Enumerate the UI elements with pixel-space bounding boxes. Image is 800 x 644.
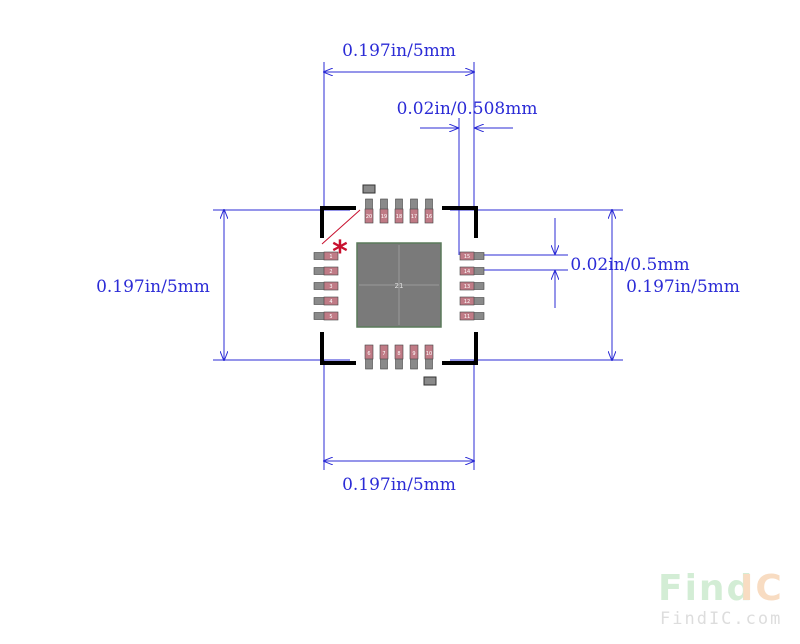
pin-pad bbox=[459, 311, 475, 321]
pin-pad bbox=[379, 208, 389, 224]
pin-pad bbox=[409, 208, 419, 224]
pin-left-2: 2 bbox=[313, 266, 339, 276]
pin-number: 20 bbox=[366, 214, 372, 220]
pin-pad bbox=[323, 311, 339, 321]
pin-left-1: 1 bbox=[313, 251, 339, 261]
pin-right-13: 13 bbox=[459, 281, 485, 291]
dimension-label-bottom: 0.197in/5mm bbox=[342, 475, 456, 495]
pin-left-3: 3 bbox=[313, 281, 339, 291]
pin-number: 11 bbox=[464, 314, 470, 320]
pin-pad bbox=[379, 344, 389, 360]
thermal-pad-label: 21 bbox=[395, 282, 404, 290]
pin-number: 2 bbox=[329, 269, 332, 275]
pin-pad bbox=[323, 281, 339, 291]
pin-number: 3 bbox=[329, 284, 332, 290]
watermark: Find IC FindIC.com bbox=[658, 568, 784, 629]
pin-right-15: 15 bbox=[459, 251, 485, 261]
pin-number: 10 bbox=[426, 351, 432, 357]
pin-number: 5 bbox=[329, 314, 332, 320]
pin-number: 4 bbox=[329, 299, 332, 305]
dimension-label-right: 0.197in/5mm bbox=[626, 277, 740, 297]
package-outline bbox=[320, 206, 478, 365]
pin1-chamfer bbox=[321, 209, 361, 245]
fiducial-top bbox=[362, 184, 376, 194]
pin-pad bbox=[409, 344, 419, 360]
pin-top-16: 16 bbox=[424, 198, 434, 224]
pin-top-19: 19 bbox=[379, 198, 389, 224]
pin-pad bbox=[323, 251, 339, 261]
pin-number: 9 bbox=[412, 351, 415, 357]
pin-top-20: 20 bbox=[364, 198, 374, 224]
pin-pad bbox=[364, 208, 374, 224]
pin-bottom-7: 7 bbox=[379, 344, 389, 370]
pin-top-17: 17 bbox=[409, 198, 419, 224]
pin-pad bbox=[323, 266, 339, 276]
pin-number: 13 bbox=[464, 284, 470, 290]
dimension-pitch: 0.02in/0.5mm bbox=[470, 218, 690, 308]
thermal-pad: 21 bbox=[356, 242, 442, 328]
dimension-top-width: 0.197in/5mm bbox=[324, 41, 474, 210]
dimension-bottom-width: 0.197in/5mm bbox=[324, 360, 474, 495]
pin-right-12: 12 bbox=[459, 296, 485, 306]
pin-right-11: 11 bbox=[459, 311, 485, 321]
pin-pad bbox=[459, 251, 475, 261]
dimension-label-pin-span: 0.02in/0.508mm bbox=[397, 99, 538, 119]
pin-pad bbox=[394, 344, 404, 360]
dimension-pin-span: 0.02in/0.508mm bbox=[397, 99, 538, 255]
pin-number: 1 bbox=[329, 254, 332, 260]
watermark-ic: IC bbox=[740, 568, 784, 609]
pin-number: 6 bbox=[367, 351, 370, 357]
pin-number: 7 bbox=[382, 351, 385, 357]
dimension-left-height: 0.197in/5mm bbox=[96, 210, 350, 360]
pin-top-18: 18 bbox=[394, 198, 404, 224]
pin1-marker: * bbox=[332, 235, 348, 270]
pin-pad bbox=[394, 208, 404, 224]
fiducial-bottom bbox=[423, 376, 437, 386]
pin-pad bbox=[459, 266, 475, 276]
pin-number: 18 bbox=[396, 214, 402, 220]
pin-pad bbox=[459, 281, 475, 291]
pin-number: 14 bbox=[464, 269, 470, 275]
pin-pad bbox=[424, 344, 434, 360]
pin-pad bbox=[323, 296, 339, 306]
pin-right-14: 14 bbox=[459, 266, 485, 276]
pin-left-4: 4 bbox=[313, 296, 339, 306]
pin-number: 19 bbox=[381, 214, 387, 220]
watermark-url: FindIC.com bbox=[660, 609, 782, 629]
pin-pad bbox=[459, 296, 475, 306]
dimension-label-left: 0.197in/5mm bbox=[96, 277, 210, 297]
pin-left-5: 5 bbox=[313, 311, 339, 321]
pin-pad bbox=[424, 208, 434, 224]
pin-bottom-10: 10 bbox=[424, 344, 434, 370]
pin-bottom-8: 8 bbox=[394, 344, 404, 370]
pin-number: 17 bbox=[411, 214, 417, 220]
watermark-find: Find bbox=[658, 568, 754, 609]
dimension-right-height: 0.197in/5mm bbox=[450, 210, 740, 360]
dimension-label-pitch: 0.02in/0.5mm bbox=[570, 255, 689, 275]
pin-bottom-6: 6 bbox=[364, 344, 374, 370]
dimension-label-top: 0.197in/5mm bbox=[342, 41, 456, 61]
pin-number: 8 bbox=[397, 351, 400, 357]
pin-number: 15 bbox=[464, 254, 470, 260]
pin-bottom-9: 9 bbox=[409, 344, 419, 370]
pin-pad bbox=[364, 344, 374, 360]
pin-number: 12 bbox=[464, 299, 470, 305]
pin-number: 16 bbox=[426, 214, 432, 220]
